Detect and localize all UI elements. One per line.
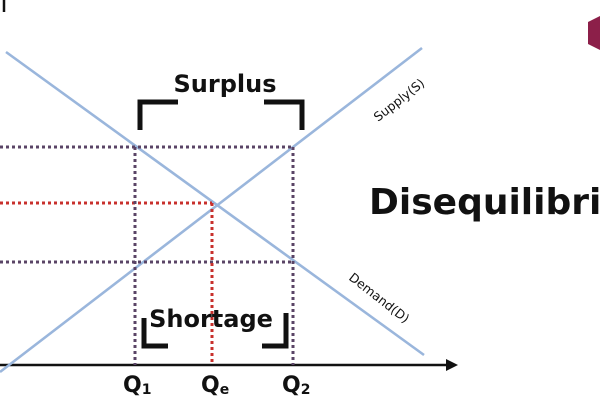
shortage-bracket-right [262,313,289,349]
shortage-bracket-left [141,318,168,349]
demand-curve [5,50,425,357]
supply-label: Supply(S) [371,75,428,124]
hexagon-logo-icon [588,16,600,50]
surplus-bracket-right [264,99,305,130]
q1-label: Q1 [123,373,151,398]
demand-label: Demand(D) [346,270,412,326]
surplus-bracket-left [137,99,178,130]
q2-label: Q2 [282,373,310,398]
disequilibrium-heading: Disequilibriu [369,182,600,223]
x-axis-arrow-icon [446,359,458,371]
shortage-label: Shortage [149,305,273,333]
surplus-label: Surplus [174,70,277,98]
qe-label: Qe [201,373,229,398]
